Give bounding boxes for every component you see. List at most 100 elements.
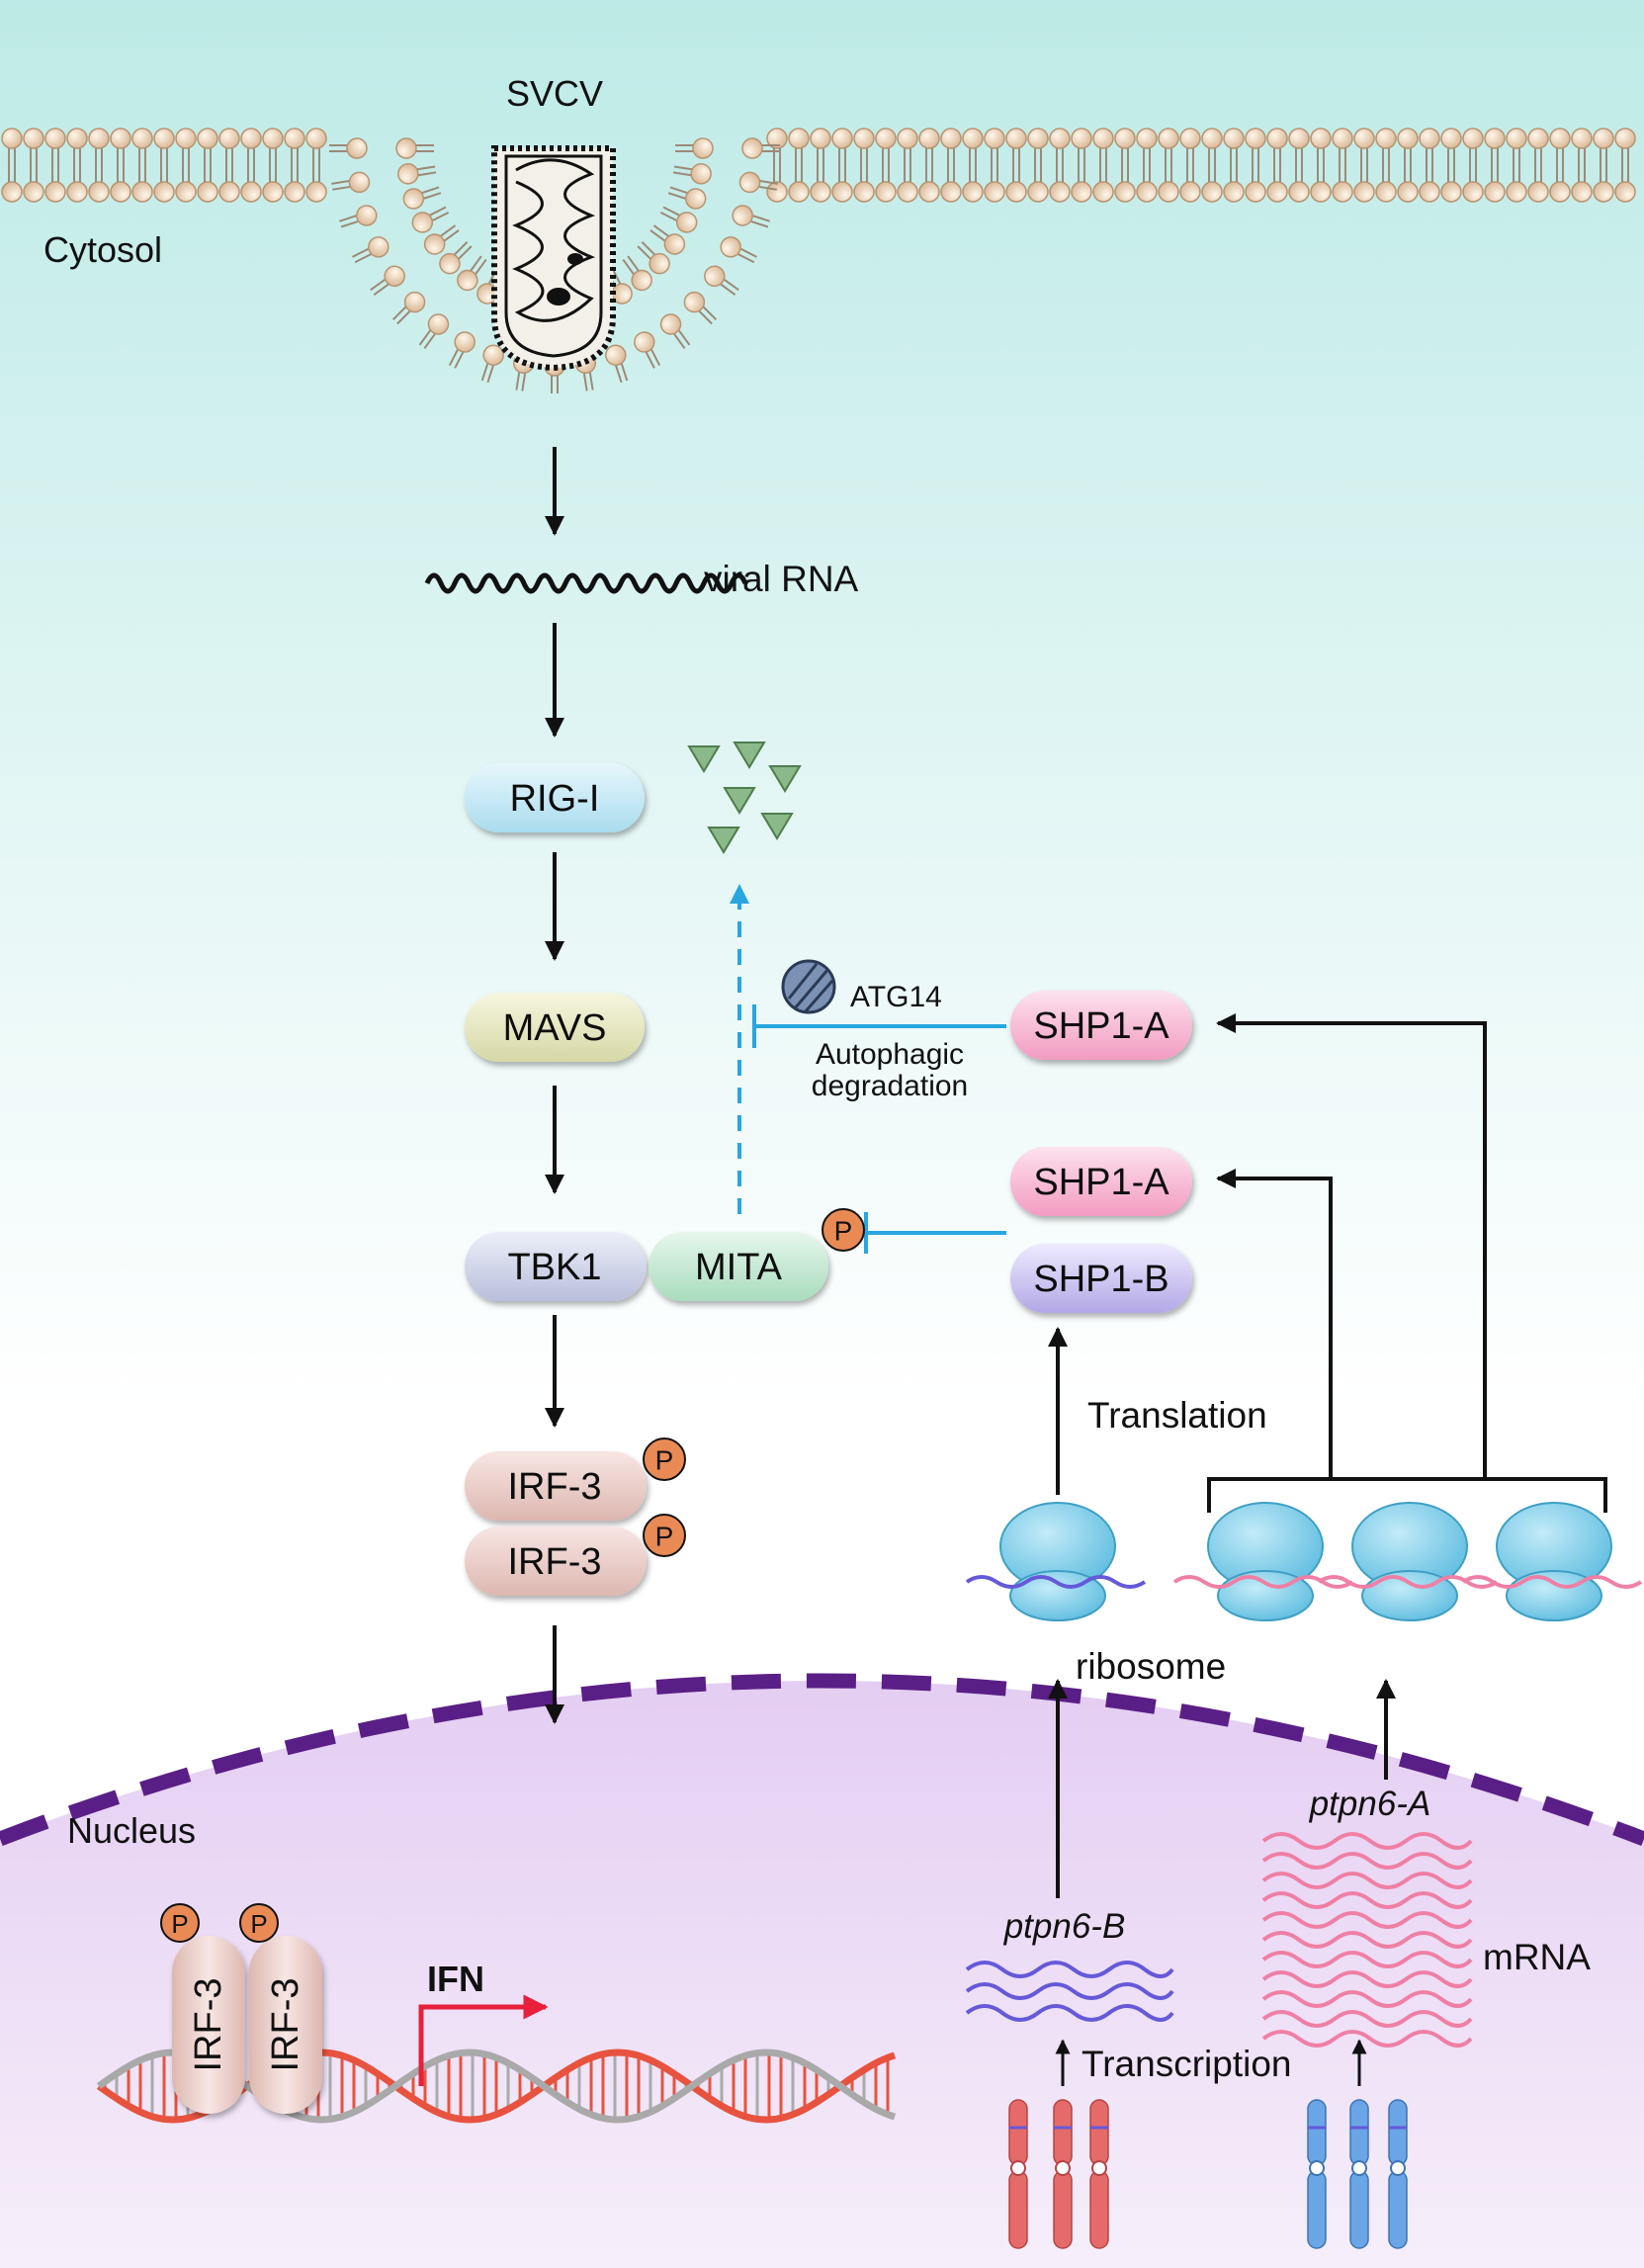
- activation-arrows: [545, 447, 1607, 2086]
- lipid-tail: [759, 180, 778, 185]
- tbk1-label: TBK1: [507, 1247, 601, 1288]
- atg14-hatch: [787, 963, 834, 1013]
- phospholipid: [788, 164, 810, 203]
- phospholipid: [1266, 164, 1288, 203]
- ifn-tss-arrow: [418, 1994, 549, 2086]
- phospholipid: [1071, 128, 1092, 166]
- lipid-head: [1288, 181, 1310, 203]
- lipid-head: [683, 291, 706, 313]
- phospholipid: [897, 128, 918, 166]
- phospho-label: P: [655, 1522, 674, 1552]
- lipid-head: [384, 265, 405, 288]
- shp1-a-pill: [1010, 1147, 1192, 1216]
- lipid-head: [1027, 128, 1049, 149]
- protein-mita: MITA: [649, 1232, 828, 1301]
- phospholipid: [1201, 164, 1223, 203]
- atg14-icon: [781, 959, 836, 1014]
- lipid-head: [853, 181, 875, 203]
- lipid-tail: [673, 333, 686, 349]
- ptpn6-a-label: ptpn6-A: [1309, 1785, 1431, 1823]
- phospholipid: [391, 291, 426, 325]
- lipid-tail: [662, 206, 680, 217]
- lipid-head: [1049, 128, 1071, 149]
- lipid-head: [44, 128, 66, 149]
- phospholipid: [1223, 128, 1245, 166]
- phospholipid: [1005, 128, 1027, 166]
- lipid-head: [284, 181, 305, 203]
- lipid-head: [1310, 128, 1332, 149]
- lipid-tail: [669, 186, 688, 194]
- phospholipid: [853, 128, 875, 166]
- phospho-badge-mita: P: [822, 1208, 865, 1252]
- mrna-wave: [1261, 2010, 1473, 2028]
- lipid-head: [1571, 181, 1593, 203]
- nucleus-label: Nucleus: [67, 1810, 196, 1851]
- svcv-label: SVCV: [506, 73, 603, 114]
- phospholipid: [738, 171, 778, 194]
- lipid-head: [1332, 128, 1353, 149]
- phospholipid: [741, 137, 780, 159]
- phospholipid: [672, 163, 712, 185]
- lipid-tail: [423, 333, 436, 349]
- cytosol-label: Cytosol: [43, 229, 162, 270]
- phospholipid: [153, 164, 175, 203]
- degraded-fragment-icon: [707, 827, 740, 854]
- lipid-tail: [720, 283, 736, 297]
- mrna-wave: [1261, 1891, 1473, 1909]
- chromosome-arm: [1053, 2099, 1073, 2166]
- phospho-icon: [160, 1903, 200, 1943]
- phospholipid: [1027, 164, 1049, 203]
- lipid-head: [403, 291, 426, 313]
- lipid-head: [897, 181, 918, 203]
- mita-label: MITA: [695, 1247, 783, 1288]
- phospholipid: [262, 128, 284, 166]
- lipid-head: [918, 181, 940, 203]
- lipid-head: [356, 205, 378, 226]
- virion-capsid: [504, 154, 603, 358]
- phospholipid: [940, 164, 962, 203]
- phospholipid: [622, 255, 652, 292]
- nucleus: [0, 1673, 1644, 2268]
- lipid-head: [1223, 128, 1245, 149]
- mrna-strand: [1317, 1575, 1499, 1589]
- lipid-head: [1614, 181, 1636, 203]
- mita-pill: [649, 1232, 828, 1301]
- phospholipid: [853, 164, 875, 203]
- phospholipid: [370, 265, 405, 297]
- lipid-tail: [702, 305, 718, 320]
- phospholipid: [667, 186, 707, 210]
- phospholipid: [66, 128, 88, 166]
- lipid-head: [1419, 128, 1440, 149]
- lipid-tail: [620, 363, 629, 382]
- protein-shp1-b: SHP1-B: [1010, 1244, 1192, 1313]
- degraded-fragment-icon: [733, 741, 766, 769]
- lipid-head: [66, 181, 88, 203]
- lipid-head: [153, 181, 175, 203]
- lipid-head: [1484, 181, 1506, 203]
- phospholipid: [810, 128, 831, 166]
- phospholipid: [1484, 164, 1506, 203]
- lipid-head: [692, 137, 714, 159]
- phospholipid: [397, 163, 437, 185]
- lipid-head: [1136, 128, 1158, 149]
- phospho-icon: [643, 1438, 686, 1481]
- protein-irf3-upper: IRF-3: [465, 1451, 647, 1521]
- phospho-icon: [239, 1903, 279, 1943]
- lipid-head: [305, 128, 327, 149]
- irf3-pill: [465, 1527, 647, 1596]
- tbk1-pill: [465, 1232, 647, 1301]
- shp1-a-label: SHP1-A: [1033, 1005, 1169, 1047]
- lipid-head: [1071, 181, 1092, 203]
- lipid-head: [395, 137, 417, 159]
- phospholipid: [448, 331, 476, 369]
- phospho-badge-irf3-lower: P: [643, 1514, 686, 1557]
- lipid-head: [897, 128, 918, 149]
- lipid-tail: [515, 372, 521, 391]
- phospholipid: [423, 224, 460, 255]
- irf3-vertical-label: IRF-3: [188, 1978, 229, 2072]
- phospholipid: [418, 313, 450, 349]
- lipid-head: [853, 128, 875, 149]
- chromosomes: [1008, 2099, 1408, 2249]
- phospholipid: [1375, 164, 1397, 203]
